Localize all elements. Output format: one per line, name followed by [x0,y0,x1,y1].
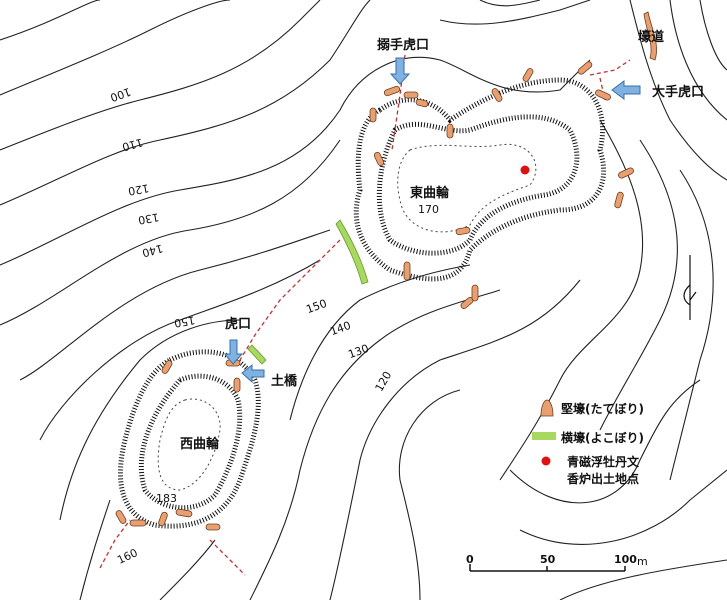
elevation-higashi: 170 [418,203,439,216]
legend-yokobori: 横壕(よこぼり) [561,431,644,445]
legend-icons [532,399,556,466]
label-koguchi: 虎口 [225,317,252,332]
scale-label-50: 50 [540,553,556,566]
label-nishi-kuruwa: 西曲輪 [180,437,220,452]
find-spot-marker [520,165,530,175]
label-karamete-koguchi: 搦手虎口 [377,38,430,53]
inner-contours [157,143,537,491]
tatebori-marks [115,11,657,531]
entrance-arrows [223,57,641,384]
arrow-dobashi-icon [241,363,265,384]
scale-label-0: 0 [466,553,474,566]
yokobori-marks [247,219,369,365]
label-ote-koguchi: 大手虎口 [652,85,705,100]
legend-tatebori: 堅壕(たてぼり) [561,402,644,416]
arrow-koguchi-icon [223,339,244,365]
label-higashi-kuruwa: 東曲輪 [410,186,450,201]
scale-label-100: 100 [614,553,637,566]
elevation-nishi: 183 [156,492,177,505]
label-dobashi: 土橋 [271,374,298,389]
scale-bar [469,564,626,572]
trail-paths [99,54,631,576]
legend-find-line1: 青磁浮牡丹文 [567,455,640,469]
legend-find-line2: 香炉出土地点 [567,472,640,486]
label-horimichi: 壕道 [638,30,665,45]
scale-unit: m [637,555,648,568]
arrow-karamete-icon [389,57,411,85]
hachure-scarps [117,77,607,529]
north-arrow-icon [683,255,697,320]
arrow-ote-icon [611,80,641,100]
